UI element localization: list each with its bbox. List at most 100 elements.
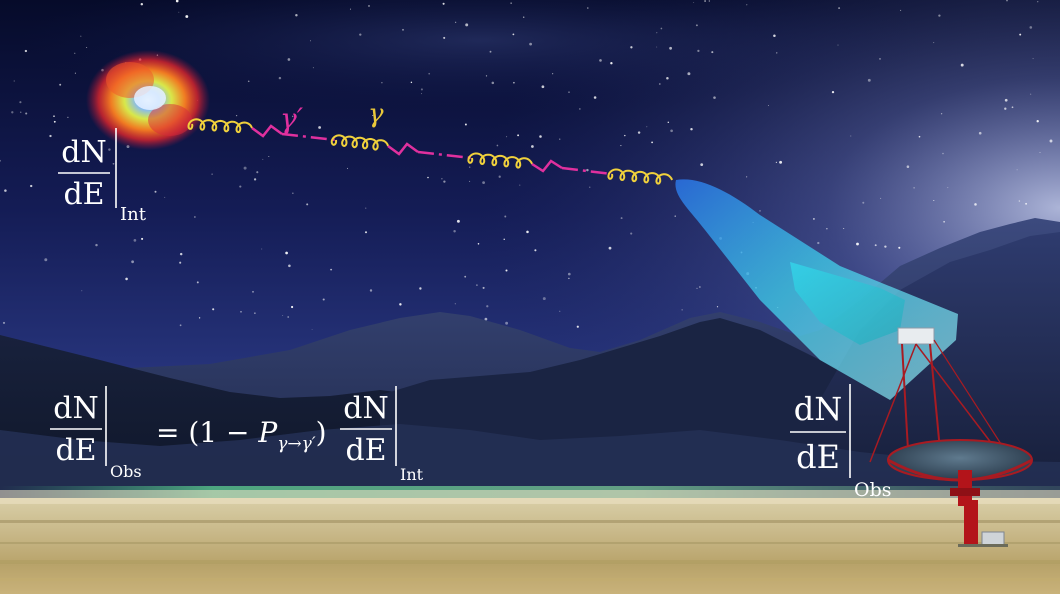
- star: [1037, 1, 1039, 3]
- star: [282, 315, 284, 317]
- star: [240, 311, 242, 313]
- star: [850, 135, 852, 137]
- star: [11, 111, 14, 114]
- star: [746, 4, 748, 6]
- star: [687, 72, 691, 76]
- telescope-numerator: dN: [794, 390, 842, 428]
- star: [942, 152, 944, 155]
- conversion-zigzag: [251, 124, 283, 138]
- star: [559, 310, 561, 312]
- intrinsic-numerator: dN: [61, 135, 106, 170]
- star: [589, 186, 591, 188]
- star: [80, 35, 82, 37]
- intrinsic-right-subscript: Int: [400, 465, 424, 484]
- star: [498, 175, 501, 178]
- star: [59, 83, 62, 86]
- photon-coil: [330, 134, 389, 151]
- star: [831, 90, 835, 94]
- star: [365, 207, 367, 209]
- star: [874, 244, 877, 247]
- star: [364, 231, 368, 234]
- star: [24, 49, 28, 53]
- star: [347, 167, 348, 169]
- star: [410, 81, 413, 84]
- star: [1032, 58, 1034, 60]
- star: [309, 40, 312, 42]
- attenuation-equation: dN dE Obs = (1 − Pγ→γ′) dN dE Int: [50, 386, 424, 484]
- star: [489, 50, 492, 53]
- star: [697, 49, 700, 53]
- star: [506, 136, 508, 138]
- star: [211, 173, 213, 175]
- star: [261, 248, 263, 250]
- star: [322, 298, 325, 301]
- star: [656, 46, 658, 48]
- star: [198, 317, 201, 319]
- star: [133, 239, 137, 242]
- star: [674, 215, 676, 217]
- star: [843, 227, 845, 230]
- star: [1049, 139, 1053, 143]
- telescope-denominator: dE: [796, 438, 840, 476]
- star: [454, 303, 456, 305]
- intrinsic-flux-equation: dN dE Int: [58, 128, 147, 225]
- photon-axion-path: [187, 118, 673, 185]
- star: [486, 305, 489, 308]
- star: [67, 116, 69, 119]
- star: [441, 178, 443, 180]
- star: [513, 81, 515, 84]
- conversion-factor: = (1 − Pγ→γ′): [156, 416, 327, 454]
- star: [568, 91, 570, 93]
- star: [534, 249, 537, 252]
- conversion-zigzag: [531, 159, 563, 173]
- star: [243, 166, 247, 170]
- star: [867, 78, 871, 82]
- star: [933, 199, 935, 202]
- star: [239, 185, 242, 188]
- star: [817, 241, 820, 245]
- conversion-zigzag: [387, 142, 419, 156]
- star: [666, 76, 669, 80]
- star: [482, 181, 485, 184]
- star: [235, 114, 238, 117]
- observed-numerator: dN: [53, 391, 98, 426]
- star: [512, 33, 515, 36]
- star: [154, 190, 157, 193]
- star: [140, 2, 144, 6]
- star: [503, 238, 505, 240]
- star: [288, 264, 291, 268]
- milky-way-band: [20, 0, 940, 110]
- star: [44, 258, 48, 262]
- star: [287, 58, 291, 61]
- star: [940, 113, 943, 115]
- star: [593, 96, 597, 99]
- star: [713, 96, 716, 99]
- star: [711, 51, 714, 54]
- star: [624, 134, 626, 137]
- star: [74, 52, 76, 54]
- conversion-probability-subscript: γ→γ′: [277, 434, 316, 454]
- star: [884, 245, 887, 248]
- star: [19, 101, 22, 104]
- star: [53, 115, 55, 117]
- star: [947, 187, 949, 189]
- star: [776, 52, 778, 54]
- axion-dashed-line: [417, 150, 473, 160]
- star: [542, 297, 546, 301]
- star: [254, 312, 256, 314]
- star: [667, 121, 670, 124]
- star: [1011, 106, 1014, 109]
- star: [708, 0, 710, 2]
- star: [1030, 93, 1032, 95]
- star: [453, 230, 456, 233]
- star: [586, 168, 589, 172]
- star: [141, 237, 144, 240]
- star: [658, 83, 661, 85]
- star: [262, 158, 264, 160]
- horizon-haze: [0, 490, 1060, 504]
- star: [693, 2, 695, 3]
- star: [587, 7, 589, 9]
- star: [253, 178, 257, 181]
- star: [312, 67, 314, 69]
- star: [531, 145, 534, 148]
